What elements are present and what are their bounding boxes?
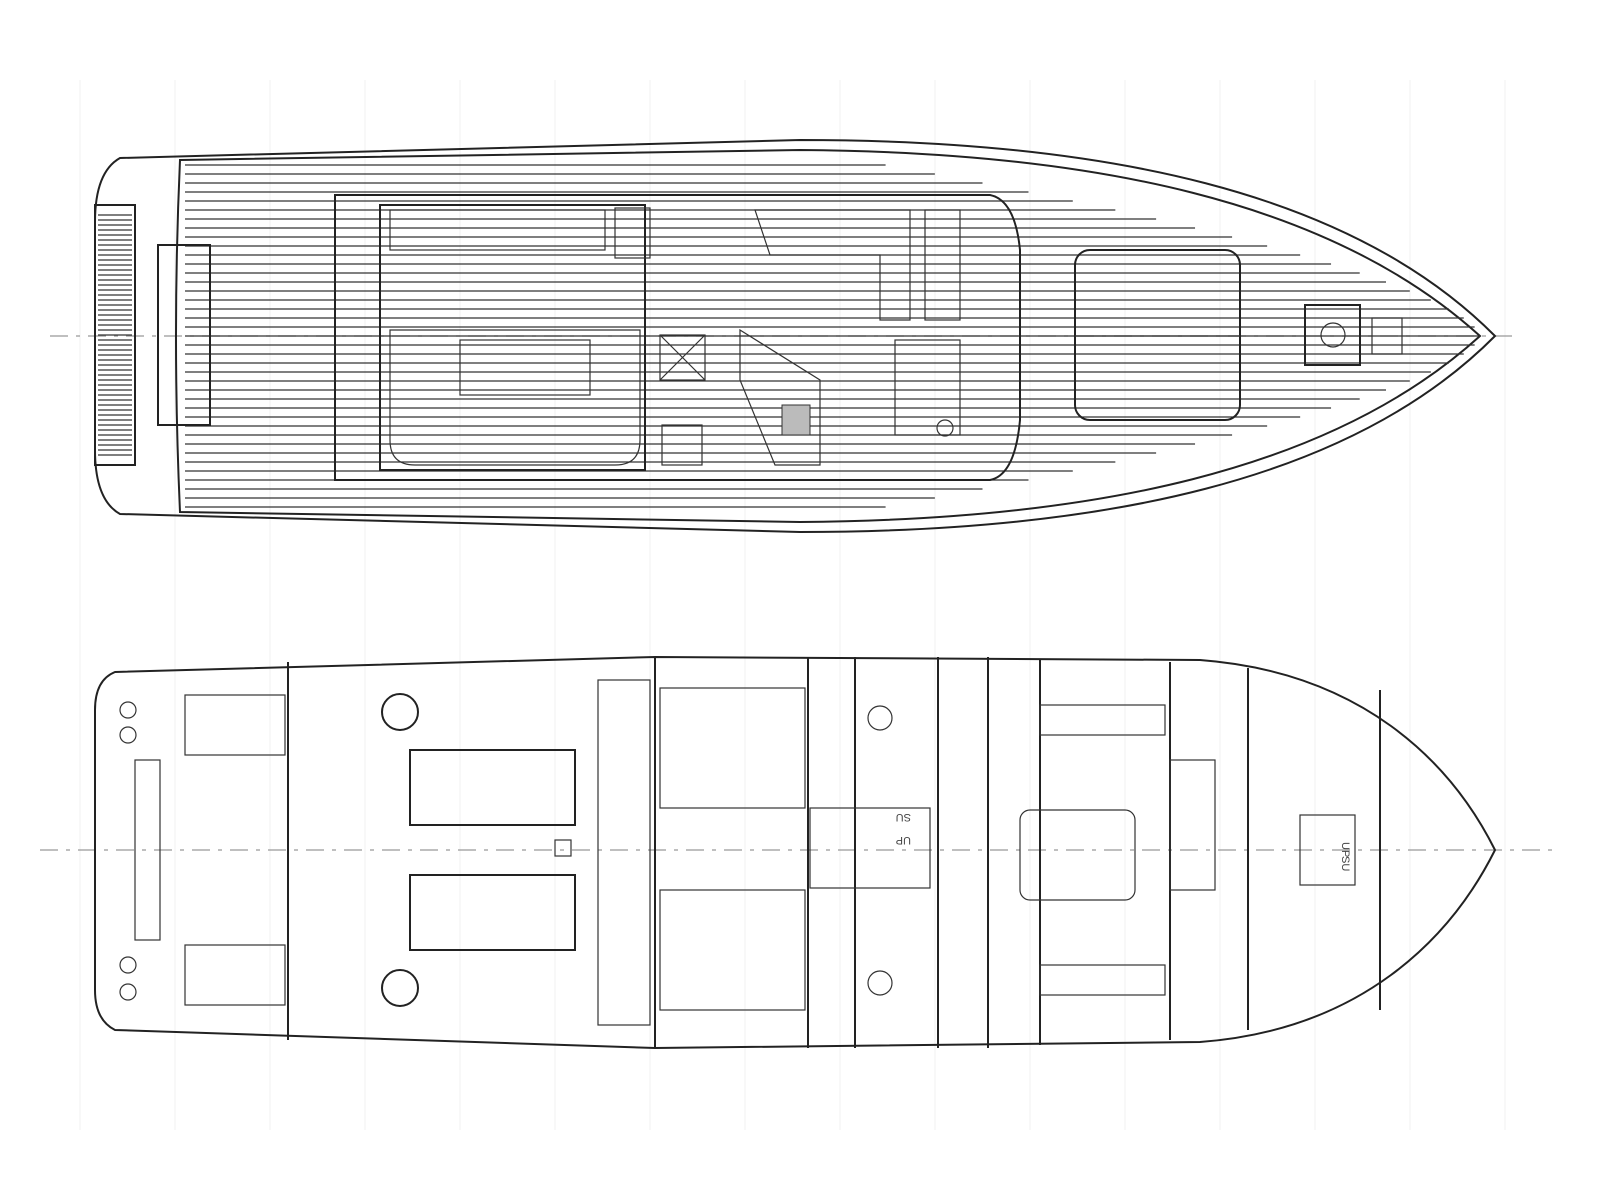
helm-seat xyxy=(781,404,811,436)
wardrobe xyxy=(1039,704,1166,736)
deck-edge xyxy=(175,148,1482,524)
swim-platform-grille xyxy=(94,204,136,466)
tank xyxy=(184,944,286,1006)
dinette-sofa xyxy=(754,209,911,321)
deckhouse xyxy=(334,194,1021,481)
cabin-bed-starboard xyxy=(659,889,806,1011)
sideboard xyxy=(389,209,606,251)
exhaust xyxy=(381,693,419,731)
master-bed xyxy=(1019,809,1136,901)
engine-starboard xyxy=(409,874,576,951)
bow-stair xyxy=(1299,814,1356,886)
stair-label-su: SU xyxy=(896,811,911,823)
saloon xyxy=(379,204,646,471)
helm-console xyxy=(739,328,821,466)
transom-sunpad xyxy=(157,244,211,426)
stairs xyxy=(614,207,651,259)
locker xyxy=(924,209,961,321)
engine-port xyxy=(409,749,576,826)
bulkheads xyxy=(287,657,1381,1048)
saloon-sofa xyxy=(389,329,641,466)
exhaust xyxy=(381,969,419,1007)
transom-locker xyxy=(134,759,161,941)
cabinet xyxy=(659,334,706,381)
fitting xyxy=(936,419,954,437)
fuel-tanks xyxy=(597,679,651,1026)
fitting xyxy=(554,839,572,857)
bow-stair-label-su: SU xyxy=(1339,856,1351,871)
tank xyxy=(184,694,286,756)
wardrobe xyxy=(1039,964,1166,996)
lower-deck-plan: SU UP UP SU xyxy=(40,655,1560,1050)
anchor-roller xyxy=(1371,317,1403,355)
main-deck-plan xyxy=(50,138,1520,534)
saloon-table xyxy=(459,339,591,396)
head-basin xyxy=(867,705,893,731)
cooktop xyxy=(661,424,703,466)
head-basin xyxy=(867,970,893,996)
foredeck-hatch-sunpad xyxy=(1074,249,1241,421)
companionway xyxy=(894,339,961,436)
hull-outline xyxy=(94,655,1497,1050)
bow-stair-label-up: UP xyxy=(1339,842,1351,857)
head-grating xyxy=(1169,759,1216,891)
grille-pattern xyxy=(98,214,132,456)
cabin-bed-port xyxy=(659,687,806,809)
windlass xyxy=(1304,304,1361,366)
stair-label-up: UP xyxy=(896,834,911,846)
stairwell xyxy=(809,807,931,889)
